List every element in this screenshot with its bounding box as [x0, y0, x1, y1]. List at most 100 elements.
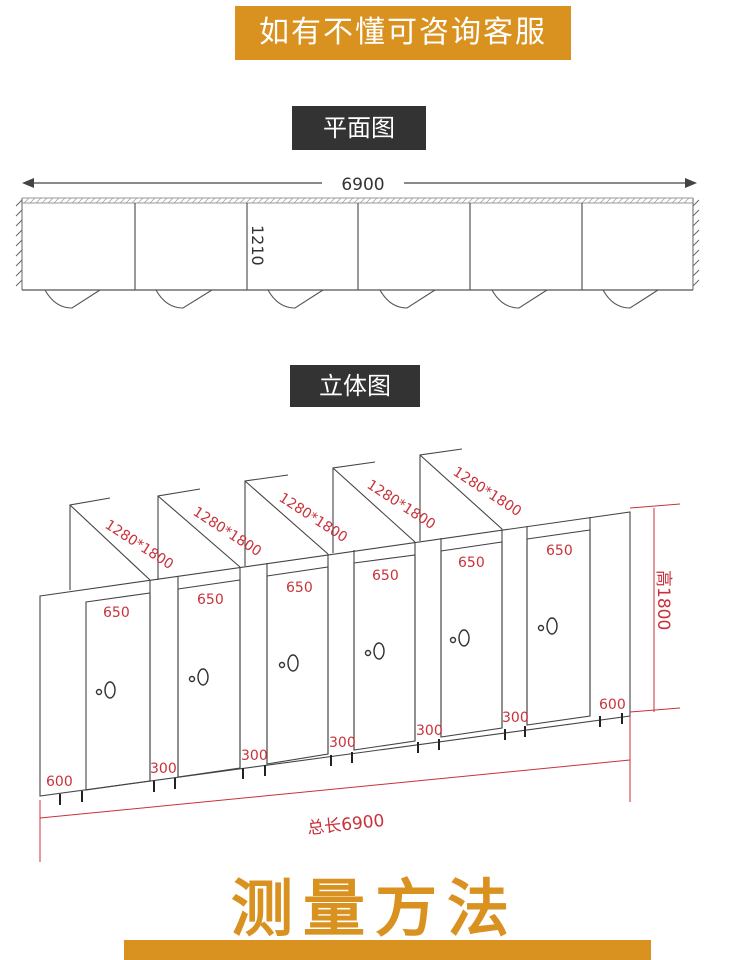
wall-hatch-mark — [335, 197, 342, 204]
wall-hatch-mark — [449, 197, 456, 204]
wall-hatch-mark — [209, 197, 216, 204]
front-panels — [39, 511, 631, 797]
wall-hatch-mark — [29, 197, 36, 204]
wall-hatch-mark — [383, 197, 390, 204]
wall-hatch-mark — [179, 197, 186, 204]
isometric-view-label: 立体图 — [290, 365, 420, 407]
wall-hatch-mark — [95, 197, 102, 204]
wall-hatch-mark — [59, 197, 66, 204]
consult-banner: 如有不懂可咨询客服 — [235, 6, 571, 60]
wall-hatch-mark — [77, 197, 84, 204]
wall-hatch-mark — [221, 197, 228, 204]
wall-hatch-mark — [275, 197, 282, 204]
wall-hatch-mark — [497, 197, 504, 204]
wall-hatch-mark — [527, 197, 534, 204]
wall-hatch-mark — [125, 197, 132, 204]
wall-hatch-mark — [65, 197, 72, 204]
wall-hatch-mark — [587, 197, 594, 204]
wall-hatch-mark — [491, 197, 498, 204]
wall-hatch-mark — [479, 197, 486, 204]
wall-hatch-mark — [581, 197, 588, 204]
partition-size-label: 1280*1800 — [190, 504, 264, 560]
wall-hatch-mark — [467, 197, 474, 204]
wall-hatch-mark — [35, 197, 42, 204]
height-label: 高1800 — [653, 570, 673, 630]
wall-hatch-mark — [509, 197, 516, 204]
left-wall-hatch — [15, 198, 23, 290]
wall-hatch-mark — [683, 197, 690, 204]
panel-feet — [59, 713, 623, 805]
wall-hatch-mark — [605, 197, 612, 204]
wall-hatch-mark — [323, 197, 330, 204]
panel-width-label: 300 — [150, 761, 177, 777]
wall-hatch-mark — [83, 197, 90, 204]
wall-hatch-mark — [299, 197, 306, 204]
wall-hatch-mark — [101, 197, 108, 204]
door-knobs — [95, 617, 558, 699]
plan-depth-label: 1210 — [248, 225, 267, 266]
wall-hatch-mark — [41, 197, 48, 204]
wall-hatch-mark — [569, 197, 576, 204]
panel-width-label: 300 — [329, 735, 356, 751]
wall-hatch-mark — [563, 197, 570, 204]
wall-hatch-mark — [119, 197, 126, 204]
partition-panels — [69, 448, 503, 590]
wall-hatch-mark — [311, 197, 318, 204]
wall-hatch-mark — [635, 197, 642, 204]
wall-hatch-mark — [239, 197, 246, 204]
wall-hatch-mark — [305, 197, 312, 204]
wall-hatch-mark — [515, 197, 522, 204]
plan-door-swings — [44, 289, 659, 309]
wall-hatch-mark — [611, 197, 618, 204]
wall-hatch-mark — [461, 197, 468, 204]
wall-hatch-mark — [287, 197, 294, 204]
wall-hatch-mark — [167, 197, 174, 204]
wall-hatch-mark — [233, 197, 240, 204]
wall-hatch-mark — [227, 197, 234, 204]
door-width-label: 650 — [286, 580, 313, 596]
wall-hatch-mark — [143, 197, 150, 204]
end-width-label: 600 — [599, 697, 626, 713]
wall-hatch-mark — [401, 197, 408, 204]
wall-hatch-mark — [599, 197, 606, 204]
wall-hatch-mark — [551, 197, 558, 204]
wall-hatch-mark — [269, 197, 276, 204]
wall-hatch-mark — [533, 197, 540, 204]
wall-hatch-mark — [377, 197, 384, 204]
partition-size-label: 1280*1800 — [364, 477, 438, 533]
wall-hatch-mark — [671, 197, 678, 204]
wall-hatch-mark — [245, 197, 252, 204]
plan-cubicles — [22, 203, 693, 291]
red-dimension-lines — [39, 503, 681, 862]
wall-hatch-mark — [215, 197, 222, 204]
wall-hatch-mark — [257, 197, 264, 204]
wall-hatch-mark — [407, 197, 414, 204]
wall-hatch-mark — [137, 197, 144, 204]
wall-hatch-mark — [503, 197, 510, 204]
door-width-label: 650 — [103, 605, 130, 621]
wall-hatch-mark — [395, 197, 402, 204]
doors — [85, 529, 591, 791]
wall-hatch-mark — [197, 197, 204, 204]
panel-width-label: 300 — [416, 723, 443, 739]
wall-hatch-mark — [47, 197, 54, 204]
plan-view-label: 平面图 — [292, 106, 426, 150]
panel-width-label: 300 — [502, 710, 529, 726]
end-width-label: 600 — [46, 774, 73, 790]
wall-hatch-mark — [665, 197, 672, 204]
wall-hatch-mark — [107, 197, 114, 204]
right-wall-hatch — [692, 198, 700, 290]
wall-hatch-mark — [629, 197, 636, 204]
wall-hatch-mark — [593, 197, 600, 204]
wall-hatch-mark — [623, 197, 630, 204]
wall-hatch-mark — [353, 197, 360, 204]
wall-hatch-mark — [53, 197, 60, 204]
wall-hatch-mark — [329, 197, 336, 204]
door-width-label: 650 — [458, 555, 485, 571]
door-width-label: 650 — [197, 592, 224, 608]
wall-hatch-mark — [455, 197, 462, 204]
wall-hatch-mark — [23, 197, 30, 204]
wall-hatch-mark — [365, 197, 372, 204]
wall-hatch-mark — [425, 197, 432, 204]
